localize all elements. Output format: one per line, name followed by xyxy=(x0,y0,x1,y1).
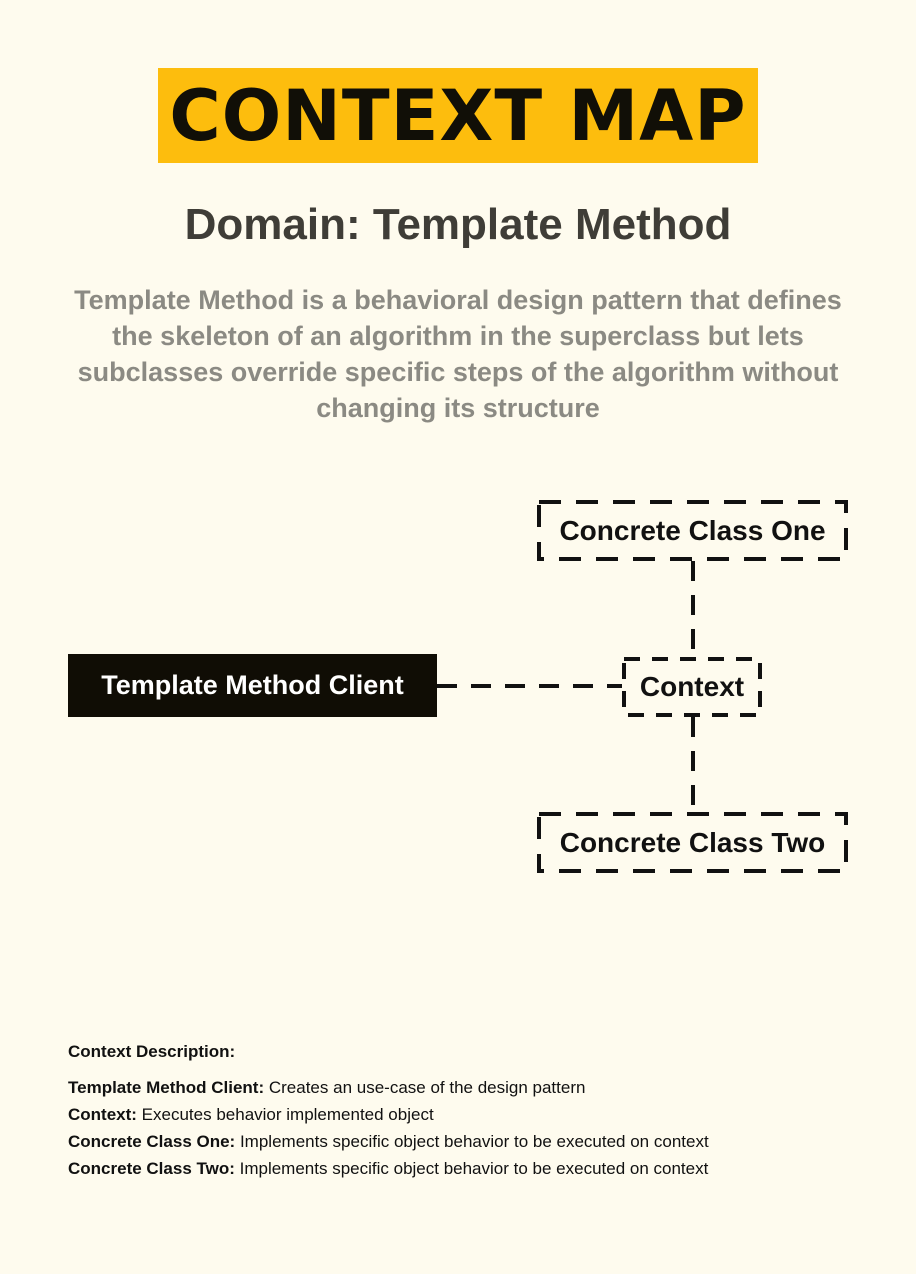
description-text: Implements specific object behavior to b… xyxy=(235,1132,709,1151)
description-item: Template Method Client: Creates an use-c… xyxy=(68,1074,888,1101)
node-concrete-class-two: Concrete Class Two xyxy=(559,826,826,858)
context-border xyxy=(622,657,762,717)
banner: CONTEXT MAP xyxy=(158,68,758,163)
description-term: Concrete Class Two: xyxy=(68,1159,235,1178)
banner-title: CONTEXT MAP xyxy=(169,74,747,157)
node-concrete-class-one: Concrete Class One xyxy=(559,514,826,546)
concrete-one-border xyxy=(537,500,848,561)
description-term: Concrete Class One: xyxy=(68,1132,236,1151)
node-template-method-client: Template Method Client xyxy=(68,654,437,717)
description-item: Context: Executes behavior implemented o… xyxy=(68,1101,888,1128)
domain-title: Domain: Template Method xyxy=(184,200,732,249)
description-item: Concrete Class One: Implements specific … xyxy=(68,1128,888,1155)
node-context: Context xyxy=(639,671,745,702)
description-text: Creates an use-case of the design patter… xyxy=(264,1078,586,1097)
description-term: Template Method Client: xyxy=(68,1078,265,1097)
description-item: Concrete Class Two: Implements specific … xyxy=(68,1155,888,1182)
context-description: Context Description: Template Method Cli… xyxy=(68,1042,888,1182)
description-heading: Context Description: xyxy=(68,1042,236,1061)
pattern-summary: Template Method is a behavioral design p… xyxy=(74,285,842,423)
description-text: Implements specific object behavior to b… xyxy=(234,1159,709,1178)
description-text: Executes behavior implemented object xyxy=(136,1105,434,1124)
concrete-two-border xyxy=(537,812,848,873)
description-term: Context: xyxy=(68,1105,137,1124)
